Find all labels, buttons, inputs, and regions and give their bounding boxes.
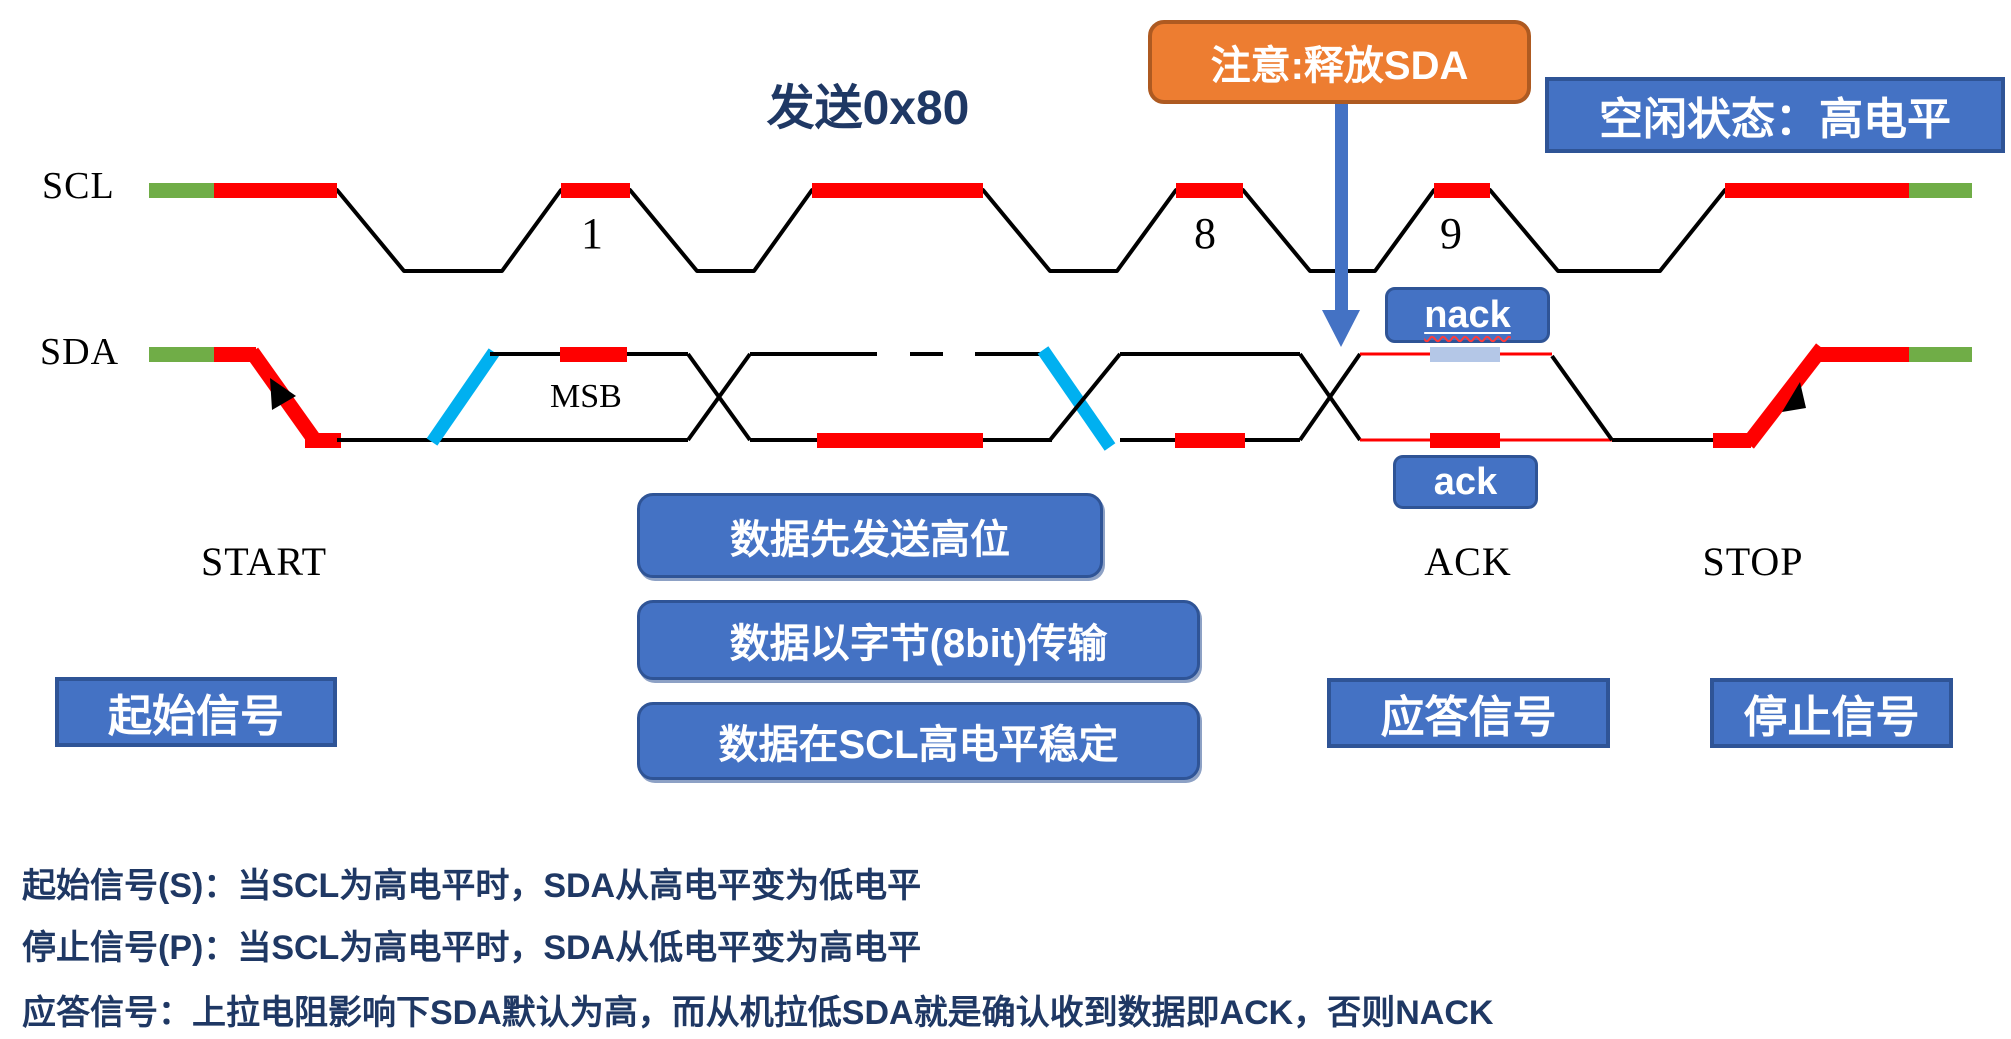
- sda-stop-rising-edge: [1742, 343, 1828, 449]
- ack-signal-box: 应答信号: [1327, 678, 1610, 748]
- note-start-signal: 起始信号(S)：当SCL为高电平时，SDA从高电平变为低电平: [22, 867, 922, 905]
- send-0x80-label: 发送0x80: [766, 82, 970, 135]
- ack-event-label: ACK: [1424, 539, 1512, 584]
- sda-high-red-bar-msb: [560, 347, 627, 362]
- sda-crossover1-rise: [686, 352, 752, 442]
- release-sda-arrow-shaft: [1335, 103, 1348, 313]
- sda-msb-cyan-rising-edge: [426, 348, 500, 446]
- nack-tag-squiggle: nack: [1424, 294, 1511, 337]
- data-byte-transfer-text: 数据以字节(8bit)传输: [729, 622, 1108, 666]
- ack-tag-text: ack: [1433, 460, 1498, 503]
- scl-high-red-bar-stop: [1725, 183, 1909, 198]
- idle-state-text: 空闲状态：高电平: [1599, 95, 1951, 144]
- sda-idle-green-bar-right: [1909, 347, 1972, 362]
- nack-tag-box: nack: [1385, 287, 1550, 343]
- idle-state-box: 空闲状态：高电平: [1545, 77, 2005, 153]
- sda-high-red-bar-start: [214, 347, 256, 362]
- release-sda-callout: 注意:释放SDA: [1148, 20, 1531, 104]
- stop-signal-box: 停止信号: [1710, 678, 1953, 748]
- note-stop-signal: 停止信号(P)：当SCL为高电平时，SDA从低电平变为高电平: [22, 929, 922, 967]
- scl-high-red-bar-bit1: [561, 183, 630, 198]
- note-ack-signal: 应答信号：上拉电阻影响下SDA默认为高，而从机拉低SDA就是确认收到数据即ACK…: [22, 994, 1494, 1032]
- sda-start-edge-arrowhead: [270, 378, 296, 410]
- stop-signal-text: 停止信号: [1743, 693, 1920, 742]
- scl-bit-label-8: 8: [1194, 209, 1216, 258]
- sda-low-red-bar-bit8: [1175, 433, 1245, 448]
- start-signal-box: 起始信号: [55, 677, 337, 747]
- sda-low-red-bar-bits: [817, 433, 983, 448]
- ack-tag-box: ack: [1393, 455, 1538, 509]
- scl-high-red-bar-mid: [812, 183, 983, 198]
- start-event-label: START: [200, 539, 328, 584]
- scl-high-red-bar-bit8: [1176, 183, 1243, 198]
- start-signal-text: 起始信号: [108, 692, 284, 741]
- sda-ack-red-bar: [1430, 433, 1500, 448]
- scl-bit-label-9: 9: [1440, 209, 1462, 258]
- sda-stop-edge-arrowhead: [1782, 382, 1806, 412]
- scl-signal-label: SCL: [42, 165, 115, 207]
- scl-idle-green-bar-right: [1909, 183, 1972, 198]
- release-sda-callout-text: 注意:释放SDA: [1210, 44, 1469, 88]
- data-msb-first-box: 数据先发送高位: [637, 493, 1103, 578]
- sda-low-red-bar-start: [305, 433, 341, 448]
- scl-idle-green-bar-left: [149, 183, 214, 198]
- sda-nack-lavender-bar: [1430, 347, 1500, 362]
- data-stable-text: 数据在SCL高电平稳定: [718, 723, 1119, 767]
- sda-idle-green-bar-left: [149, 347, 214, 362]
- sda-cyan-falling-edge: [1037, 346, 1116, 451]
- sda-crossover2-rise: [1048, 352, 1122, 442]
- sda-low-red-bar-stop: [1713, 433, 1751, 448]
- nack-tag-text: nack: [1424, 293, 1511, 336]
- release-sda-arrow-head: [1322, 310, 1360, 347]
- sda-crossover3-rise: [1298, 352, 1362, 442]
- data-stable-box: 数据在SCL高电平稳定: [637, 702, 1200, 780]
- data-byte-transfer-box: 数据以字节(8bit)传输: [637, 600, 1200, 680]
- scl-waveform-line: [149, 188, 1972, 273]
- sda-high-red-bar-stop: [1818, 347, 1909, 362]
- ack-signal-text: 应答信号: [1380, 693, 1557, 742]
- scl-high-red-bar-start: [214, 183, 337, 198]
- data-msb-first-text: 数据先发送高位: [730, 517, 1010, 562]
- sda-signal-label: SDA: [40, 331, 120, 373]
- sda-msb-label: MSB: [550, 378, 622, 415]
- sda-ack-falling-edge: [1550, 354, 1614, 442]
- stop-event-label: STOP: [1702, 539, 1804, 584]
- scl-bit-label-1: 1: [581, 209, 603, 258]
- scl-high-red-bar-bit9: [1434, 183, 1490, 198]
